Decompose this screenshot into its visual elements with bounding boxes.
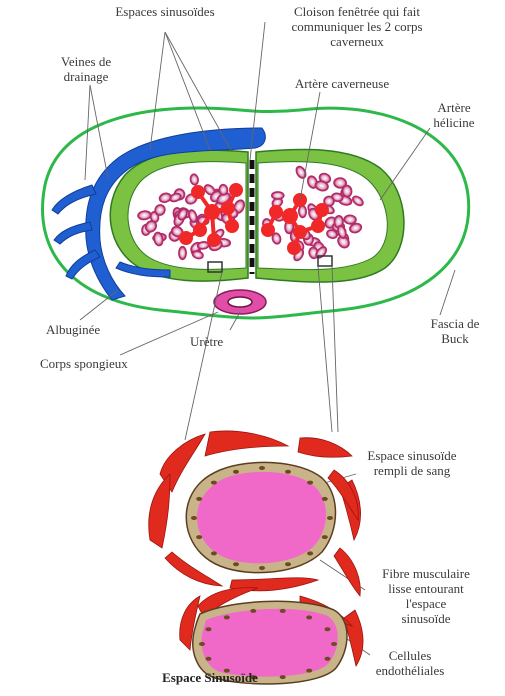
label-cloison: Cloison fenêtrée qui fait communiquer le… <box>262 4 452 49</box>
uretre <box>214 290 266 314</box>
label-fibre-musculaire: Fibre musculaire lisse entourant l'espac… <box>366 566 486 626</box>
label-fascia-de-buck: Fascia de Buck <box>420 316 490 346</box>
label-uretre: Urètre <box>190 334 223 349</box>
cross-section <box>43 108 469 318</box>
label-albuginee: Albuginée <box>46 322 100 337</box>
label-espaces-sinusoides: Espaces sinusoïdes <box>90 4 240 19</box>
label-espace-rempli: Espace sinusoïde rempli de sang <box>352 448 472 478</box>
label-artere-helicine: Artère hélicine <box>418 100 490 130</box>
label-cellules-endotheliales: Cellules endothéliales <box>360 648 460 678</box>
label-espace-sinusoide-title: Espace Sinusoïde <box>130 670 290 685</box>
espace-sinusoide-magnified <box>149 431 363 684</box>
label-artere-caverneuse: Artère caverneuse <box>282 76 402 91</box>
sinus-lower-blood <box>202 609 338 677</box>
label-veines-de-drainage: Veines de drainage <box>46 54 126 84</box>
sinus-upper-blood <box>197 472 326 563</box>
label-corps-spongieux: Corps spongieux <box>40 356 128 371</box>
